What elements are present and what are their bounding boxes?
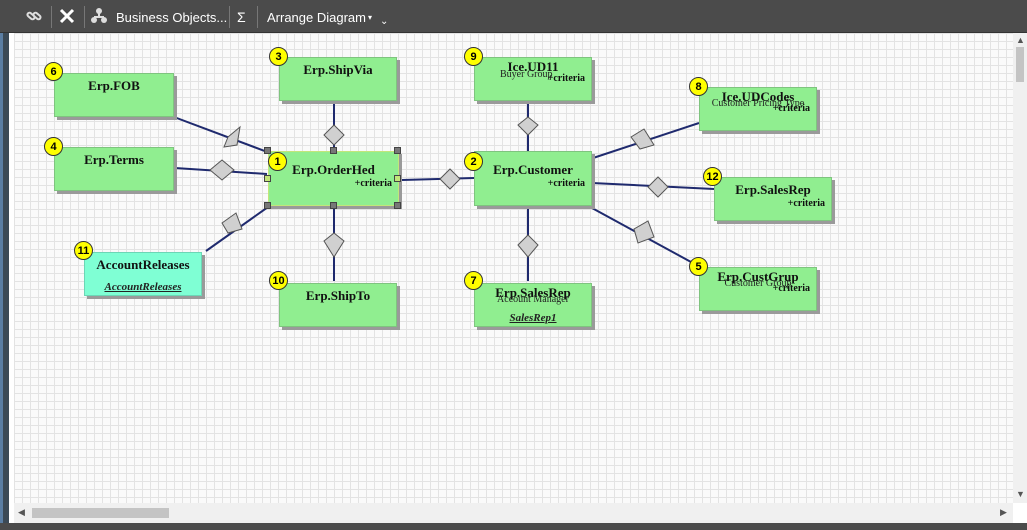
node-criteria: +criteria [787, 198, 825, 209]
business-objects-label: Business Objects... [116, 9, 228, 25]
node-erp-orderhed[interactable]: Erp.OrderHed +criteria [268, 151, 399, 206]
badge: 8 [689, 77, 708, 96]
node-title: Erp.OrderHed [292, 162, 375, 177]
sigma-icon: Σ [237, 9, 246, 25]
node-erp-shipto[interactable]: Erp.ShipTo [279, 283, 397, 327]
connector-diamond [439, 168, 461, 190]
node-title: Erp.ShipVia [303, 62, 373, 77]
badge: 5 [689, 257, 708, 276]
toolbar: Business Objects... Σ Arrange Diagram ▾ … [0, 0, 1027, 33]
left-panel-edge [0, 33, 9, 530]
badge: 10 [269, 271, 288, 290]
node-criteria: +criteria [547, 73, 585, 84]
node-subtitle: Customer Pricing Type [711, 98, 805, 109]
node-subtitle: Customer Group [724, 278, 792, 289]
node-criteria: +criteria [547, 178, 585, 189]
scroll-up-icon[interactable]: ▲ [1016, 35, 1025, 45]
node-link[interactable]: AccountReleases [104, 281, 182, 293]
node-title: Ice.UDCodes [721, 89, 795, 104]
node-erp-custgrup[interactable]: Erp.CustGrup Customer Group +criteria [699, 267, 817, 311]
vertical-scroll-thumb[interactable] [1016, 47, 1024, 82]
node-title: Erp.Terms [84, 152, 144, 167]
delete-button[interactable] [58, 4, 76, 30]
badge: 9 [464, 47, 483, 66]
connector-diamond [647, 176, 669, 198]
node-erp-salesrep[interactable]: Erp.SalesRep +criteria [714, 177, 832, 221]
node-subtitle: Buyer Group [500, 69, 553, 80]
scroll-right-icon[interactable]: ▶ [1000, 507, 1007, 517]
node-title: Erp.SalesRep [735, 182, 811, 197]
connectors [173, 103, 715, 281]
selection-handle[interactable] [264, 202, 271, 209]
connector-diamond [221, 212, 243, 234]
arrange-diagram-label: Arrange Diagram [267, 9, 366, 25]
node-title: Ice.UD11 [507, 59, 559, 74]
diagram-canvas[interactable]: Erp.FOB 6 Erp.Terms 4 AccountReleases Ac… [14, 33, 1013, 503]
node-title: Erp.CustGrup [717, 269, 799, 284]
node-erp-customer[interactable]: Erp.Customer +criteria [474, 151, 592, 206]
vertical-scrollbar[interactable]: ▲ ▼ [1013, 33, 1027, 503]
dropdown-arrow-icon: ▾ [368, 12, 373, 22]
node-erp-fob[interactable]: Erp.FOB [54, 73, 174, 117]
node-erp-shipvia[interactable]: Erp.ShipVia [279, 57, 397, 101]
node-title: Erp.FOB [88, 78, 140, 93]
arrange-diagram-button[interactable]: Arrange Diagram ▾ ⌄ [267, 4, 388, 30]
hierarchy-icon [90, 7, 108, 28]
scroll-down-icon[interactable]: ▼ [1016, 489, 1025, 499]
chevron-down-icon: ⌄ [380, 15, 389, 27]
business-objects-button[interactable]: Business Objects... [90, 4, 227, 30]
node-criteria: +criteria [772, 283, 810, 294]
link-button[interactable] [24, 4, 44, 30]
badge: 2 [464, 152, 483, 171]
selection-handle[interactable] [394, 147, 401, 154]
connector-diamond [517, 116, 539, 136]
selection-handle[interactable] [264, 175, 271, 182]
horizontal-scroll-thumb[interactable] [32, 508, 169, 518]
badge: 6 [44, 62, 63, 81]
node-link[interactable]: SalesRep1 [509, 312, 557, 324]
node-title: AccountReleases [96, 257, 190, 272]
selection-handle[interactable] [330, 202, 337, 209]
node-title: Erp.Customer [493, 162, 573, 177]
node-title: Erp.ShipTo [305, 288, 371, 303]
connector-diamond [633, 220, 655, 244]
node-erp-terms[interactable]: Erp.Terms [54, 147, 174, 191]
connector-diamond [517, 234, 539, 258]
selection-handle[interactable] [394, 202, 401, 209]
connector-diamond [630, 128, 655, 150]
connector-diamond [223, 125, 241, 148]
badge: 7 [464, 271, 483, 290]
node-subtitle: Account Manager [497, 294, 569, 305]
connector-diamond [209, 159, 235, 181]
node-account-releases[interactable]: AccountReleases AccountReleases [84, 252, 202, 296]
badge: 3 [269, 47, 288, 66]
node-ice-ud11[interactable]: Ice.UD11 Buyer Group +criteria [474, 57, 592, 101]
badge: 12 [703, 167, 722, 186]
selection-handle[interactable] [264, 147, 271, 154]
node-erp-salesrep-account-manager[interactable]: Erp.SalesRep Account Manager SalesRep1 [474, 283, 592, 327]
scroll-left-icon[interactable]: ◀ [18, 507, 25, 517]
selection-handle[interactable] [330, 147, 337, 154]
connector-diamond [323, 124, 345, 146]
close-icon [58, 7, 76, 28]
node-title: Erp.SalesRep [495, 285, 571, 300]
selection-handle[interactable] [394, 175, 401, 182]
node-criteria: +criteria [354, 178, 392, 189]
sum-button[interactable]: Σ [237, 4, 246, 30]
node-ice-udcodes[interactable]: Ice.UDCodes Customer Pricing Type +crite… [699, 87, 817, 131]
node-criteria: +criteria [772, 103, 810, 114]
badge: 11 [74, 241, 93, 260]
horizontal-scrollbar[interactable]: ◀ ▶ [14, 503, 1013, 523]
connector-diamond [323, 232, 345, 258]
bottom-edge [0, 523, 1027, 530]
badge: 4 [44, 137, 63, 156]
badge: 1 [268, 152, 287, 171]
link-icon [24, 7, 44, 28]
